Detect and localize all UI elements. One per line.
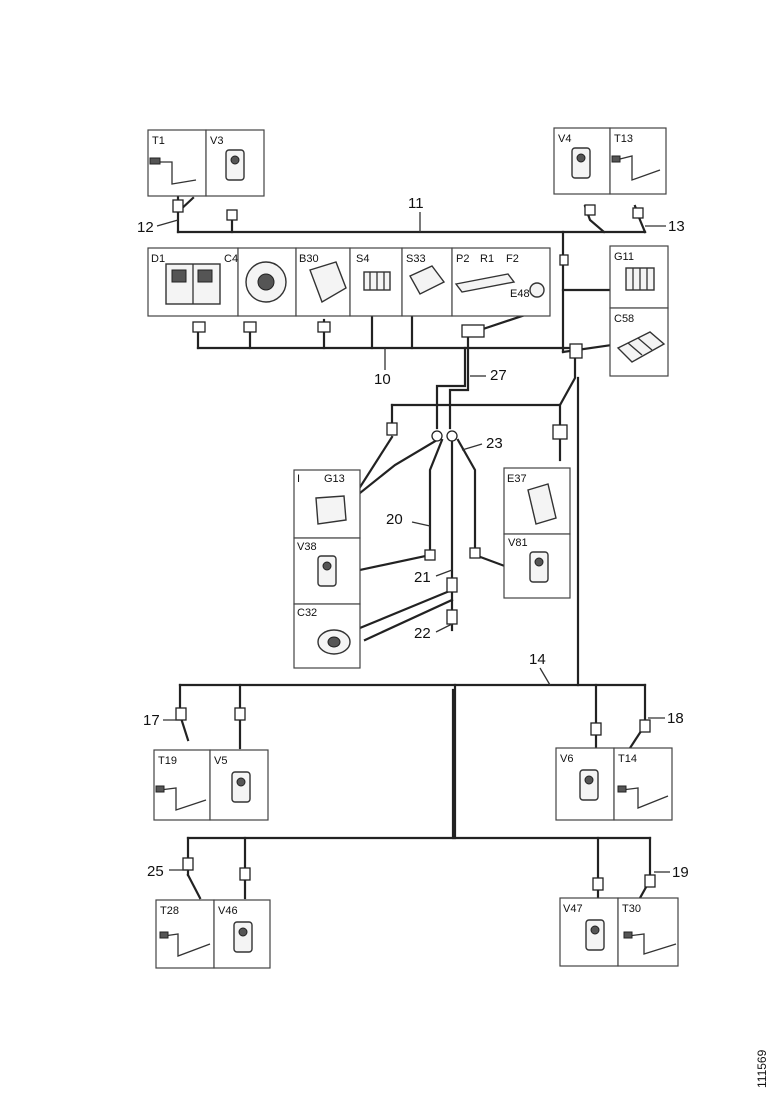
component-V4: V4	[553, 127, 611, 195]
harness-27	[435, 346, 467, 430]
label-T28: T28	[160, 905, 179, 917]
wire-number-19: 19	[672, 864, 689, 881]
label-C58: C58	[614, 313, 634, 325]
label-S33: S33	[406, 253, 426, 265]
component-V81: V81	[503, 533, 571, 599]
component-S4: S4	[349, 247, 403, 317]
component-I-G13: I G13	[293, 469, 361, 539]
label-D1: D1	[151, 253, 165, 265]
wire-number-14: 14	[529, 651, 546, 668]
wire-number-27: 27	[490, 367, 507, 384]
wire-number-11: 11	[408, 195, 424, 212]
component-D1: D1	[147, 247, 239, 317]
wire-number-10: 10	[374, 371, 391, 388]
wire-number-18: 18	[667, 710, 684, 727]
label-V47: V47	[563, 903, 583, 915]
wire-number-20: 20	[386, 511, 403, 528]
component-V3: V3	[205, 129, 265, 197]
label-T1: T1	[152, 135, 165, 147]
label-F2: F2	[506, 253, 519, 265]
label-C4: C4	[224, 253, 238, 265]
component-T28: T28	[155, 899, 215, 969]
label-T19: T19	[158, 755, 177, 767]
wire-number-17: 17	[143, 712, 160, 729]
label-C32: C32	[297, 607, 317, 619]
connectors	[172, 199, 656, 891]
label-B30: B30	[299, 253, 319, 265]
component-S33: S33	[401, 247, 453, 317]
label-V6: V6	[560, 753, 573, 765]
component-V38: V38	[293, 537, 361, 605]
component-V6: V6	[555, 747, 615, 821]
wire-number-22: 22	[414, 625, 431, 642]
component-C32: C32	[293, 603, 361, 669]
wire-number-25: 25	[147, 863, 164, 880]
label-G11: G11	[614, 251, 634, 263]
component-G11: G11	[609, 245, 669, 309]
label-V4: V4	[558, 133, 571, 145]
wire-number-21: 21	[414, 569, 431, 586]
label-I: I	[297, 473, 300, 485]
wire-number-13: 13	[668, 218, 685, 235]
label-E48: E48	[510, 288, 530, 300]
label-V5: V5	[214, 755, 227, 767]
label-V81: V81	[508, 537, 528, 549]
component-T30: T30	[617, 897, 679, 967]
component-T13: T13	[609, 127, 667, 195]
label-E37: E37	[507, 473, 527, 485]
component-T19: T19	[153, 749, 211, 821]
component-V5: V5	[209, 749, 269, 821]
wire-number-callouts: 11 12 13 10 27 23 20 21 22 14 17 18 25 1…	[137, 195, 689, 881]
component-P2-R1-F2-E48: P2 R1 F2 E48	[451, 247, 551, 317]
label-V3: V3	[210, 135, 223, 147]
component-C58: C58	[609, 307, 669, 377]
label-T14: T14	[618, 753, 637, 765]
label-R1: R1	[480, 253, 494, 265]
label-V46: V46	[218, 905, 238, 917]
wire-number-12: 12	[137, 219, 154, 236]
component-T1: T1	[147, 129, 207, 197]
component-T14: T14	[613, 747, 673, 821]
label-S4: S4	[356, 253, 369, 265]
label-T30: T30	[622, 903, 641, 915]
label-G13: G13	[324, 473, 345, 485]
component-V47: V47	[559, 897, 619, 967]
label-V38: V38	[297, 541, 317, 553]
figure-reference-number: 111569	[755, 1049, 769, 1088]
component-E37: E37	[503, 467, 571, 535]
component-B30: B30	[295, 247, 351, 317]
component-V46: V46	[213, 899, 271, 969]
label-T13: T13	[614, 133, 633, 145]
wire-number-23: 23	[486, 435, 503, 452]
label-P2: P2	[456, 253, 469, 265]
